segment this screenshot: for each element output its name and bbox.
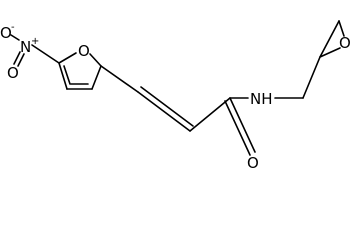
bond-c-o-double-inner (224, 100, 251, 156)
bond-epoxide-ch2-o (338, 20, 345, 37)
atom-o-minus-charge: - (11, 22, 15, 33)
bond-vinyl-double-inner (140, 86, 194, 127)
atom-label-layer: O - N + O O NH O O (0, 22, 351, 171)
atom-o-epoxide: O (339, 34, 351, 52)
atom-o-furan: O (78, 42, 90, 60)
bond-vinyl-double (137, 91, 191, 132)
atom-n-nitro: N (20, 38, 31, 56)
atom-o-minus: O (0, 24, 12, 42)
bond-n-c5 (31, 44, 60, 64)
bond-vinyl-carbonyl (189, 97, 231, 132)
bond-c5-o-furan (58, 52, 77, 64)
bond-c2-c3 (91, 65, 102, 90)
bond-c-o-double (229, 97, 256, 153)
bond-n-double-o (13, 51, 21, 65)
bond-n-double-o-second (17, 53, 25, 67)
bond-o-furan-c2 (89, 53, 102, 67)
bond-o-minus-n (10, 34, 20, 41)
bond-c4-c5-inner (63, 65, 71, 85)
bond-c2-vinyl (100, 65, 139, 93)
atom-o-carbonyl: O (247, 154, 259, 171)
chemical-structure-diagram: O - N + O O NH O O (0, 20, 351, 171)
bond-ch2-epoxide (302, 56, 321, 99)
atom-n-amide: NH (250, 90, 273, 108)
bond-epoxide-c-o (319, 47, 341, 58)
atom-n-nitro-charge: + (31, 36, 39, 47)
bond-epoxide-c-c (319, 20, 340, 58)
atom-o-nitro-double: O (7, 64, 19, 82)
bond-c4-c5 (58, 62, 68, 90)
bond-layer (10, 20, 345, 156)
